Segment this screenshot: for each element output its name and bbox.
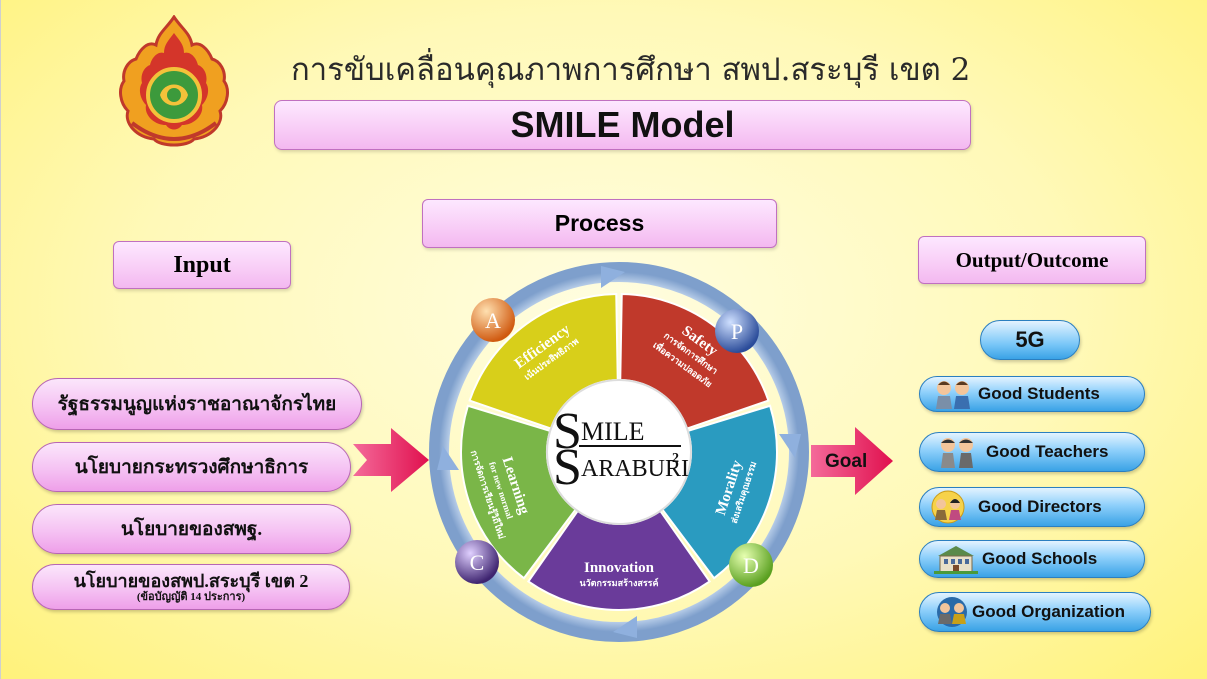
center-logo-s2: S — [553, 439, 582, 496]
output-item-good-directors: Good Directors — [919, 487, 1145, 527]
output-item-good-students: Good Students — [919, 376, 1145, 412]
output-item-good-organization: Good Organization — [919, 592, 1151, 632]
input-item-constitution: รัฐธรรมนูญแห่งราชอาณาจักรไทย — [32, 378, 362, 430]
input-item-label: นโยบายของสพฐ. — [120, 519, 263, 540]
output-item-label: Good Teachers — [986, 442, 1109, 461]
goal-label: Goal — [825, 451, 868, 472]
pdca-c-ball: C — [455, 540, 499, 584]
pdca-c-label: C — [470, 550, 485, 575]
input-arrow — [353, 428, 429, 492]
input-item-ministry-policy: นโยบายกระทรวงศึกษาธิการ — [32, 442, 351, 492]
pdca-p-ball: P — [715, 309, 759, 353]
students-icon — [932, 379, 976, 409]
five-g-label: 5G — [1015, 327, 1045, 352]
input-item-obec-policy: นโยบายของสพฐ. — [32, 504, 351, 554]
output-item-label: Good Students — [978, 384, 1100, 403]
pdca-d-ball: D — [729, 543, 773, 587]
input-item-label: นโยบายของสพป.สระบุรี เขต 2 — [73, 571, 309, 591]
process-heading-box: Process — [422, 199, 777, 248]
five-g-badge: 5G — [980, 320, 1080, 360]
segment-text: นวัตกรรมสร้างสรรค์ — [579, 577, 658, 588]
process-heading: Process — [554, 210, 645, 236]
output-item-label: Good Directors — [978, 497, 1102, 516]
school-building-icon — [934, 544, 978, 574]
model-title: SMILE Model — [510, 104, 735, 145]
input-heading-box: Input — [113, 241, 291, 289]
teachers-icon — [936, 436, 980, 468]
center-logo-sup: 2 — [672, 451, 679, 466]
center-logo-line2: ARABURI — [581, 456, 689, 482]
model-title-box: SMILE Model — [274, 100, 971, 150]
goal-arrow — [811, 427, 893, 495]
output-item-good-schools: Good Schools — [919, 540, 1145, 578]
pdca-d-label: D — [743, 553, 759, 578]
input-item-area-office-policy: นโยบายของสพป.สระบุรี เขต 2 (ข้อบัญญัติ 1… — [32, 564, 350, 610]
center-logo-s: S — [553, 403, 582, 460]
output-item-label: Good Organization — [972, 602, 1125, 621]
output-item-good-teachers: Good Teachers — [919, 432, 1145, 472]
segment-text: Innovation — [584, 560, 655, 576]
input-heading: Input — [173, 251, 231, 278]
input-item-label: รัฐธรรมนูญแห่งราชอาณาจักรไทย — [57, 394, 337, 415]
directors-icon — [926, 490, 970, 524]
pdca-a-label: A — [485, 308, 501, 333]
pdca-p-label: P — [731, 319, 743, 344]
organization-icon — [932, 596, 972, 628]
center-logo-line1: MILE — [581, 417, 645, 446]
output-heading: Output/Outcome — [955, 247, 1109, 272]
input-item-sublabel: (ข้อบัญญัติ 14 ประการ) — [136, 591, 246, 603]
output-item-label: Good Schools — [982, 549, 1098, 568]
output-heading-box: Output/Outcome — [918, 236, 1146, 284]
input-item-label: นโยบายกระทรวงศึกษาธิการ — [74, 457, 309, 478]
page-title: การขับเคลื่อนคุณภาพการศึกษา สพป.สระบุรี … — [291, 52, 971, 88]
pdca-a-ball: A — [471, 298, 515, 342]
office-seal-logo — [114, 14, 234, 155]
